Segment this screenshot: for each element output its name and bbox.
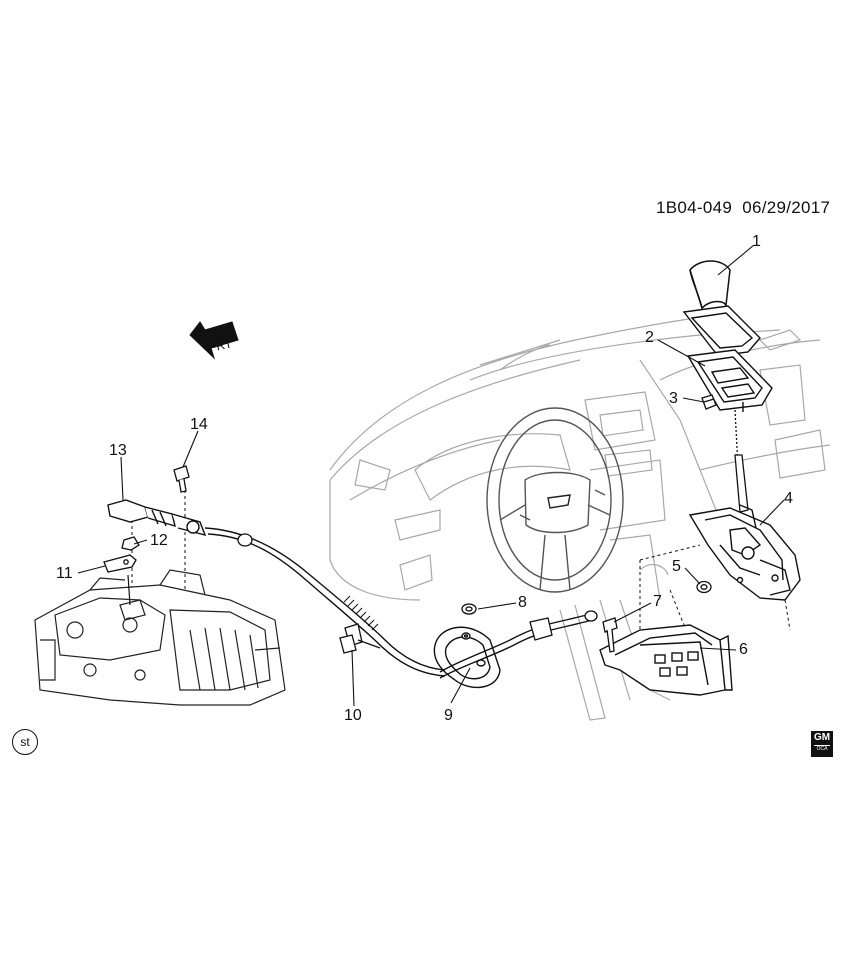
gm-logo: GM OCA (811, 731, 833, 757)
callout-13: 13 (109, 442, 127, 459)
callout-2: 2 (645, 329, 654, 346)
part-10-cable-clip (339, 623, 381, 654)
part-14-bolt (173, 465, 190, 493)
part-4-shifter-assembly (688, 504, 801, 601)
callout-9: 9 (444, 707, 453, 724)
part-7-bolt (602, 617, 618, 653)
leader-lines (77, 244, 785, 707)
callout-12: 12 (150, 532, 168, 549)
part-6-bracket (599, 624, 733, 696)
st-badge: st (12, 729, 38, 755)
part-3-clip (701, 394, 717, 410)
part-8-grommet (461, 603, 477, 615)
callout-14: 14 (190, 416, 208, 433)
part-5-nut (696, 580, 712, 594)
part-2-indicator-trim (686, 349, 773, 412)
diagram-code-date: 1B04-049 06/29/2017 (656, 198, 830, 218)
part-13-cable-end (107, 499, 207, 537)
shift-boot-trim (682, 305, 761, 357)
callout-7: 7 (653, 593, 662, 610)
orientation-label: FRT (208, 336, 234, 355)
callout-3: 3 (669, 390, 678, 407)
dashboard-illustration (329, 314, 831, 721)
steering-wheel (486, 407, 624, 593)
part-11-lever (103, 554, 137, 573)
callouts: 1 2 3 4 5 6 7 8 9 10 11 12 13 14 (56, 233, 793, 724)
diagram-code: 1B04-049 (656, 198, 733, 217)
shift-lever-rod (734, 454, 749, 513)
cable-end-fittings (237, 533, 598, 641)
gm-logo-sub: OCA (814, 745, 830, 753)
diagram-date: 06/29/2017 (742, 198, 831, 217)
part-12-nut (121, 536, 140, 551)
gm-logo-text: GM (813, 732, 831, 743)
callout-5: 5 (672, 558, 681, 575)
callout-11: 11 (56, 565, 73, 582)
transmission-illustration (34, 569, 286, 706)
callout-6: 6 (739, 641, 748, 658)
forward-arrow-icon: FRT (189, 321, 239, 360)
callout-8: 8 (518, 594, 527, 611)
part-9-cable-bracket (433, 626, 501, 689)
callout-4: 4 (784, 490, 793, 507)
cable-corrugation (343, 595, 379, 631)
callout-1: 1 (752, 233, 761, 250)
callout-10: 10 (344, 707, 362, 724)
